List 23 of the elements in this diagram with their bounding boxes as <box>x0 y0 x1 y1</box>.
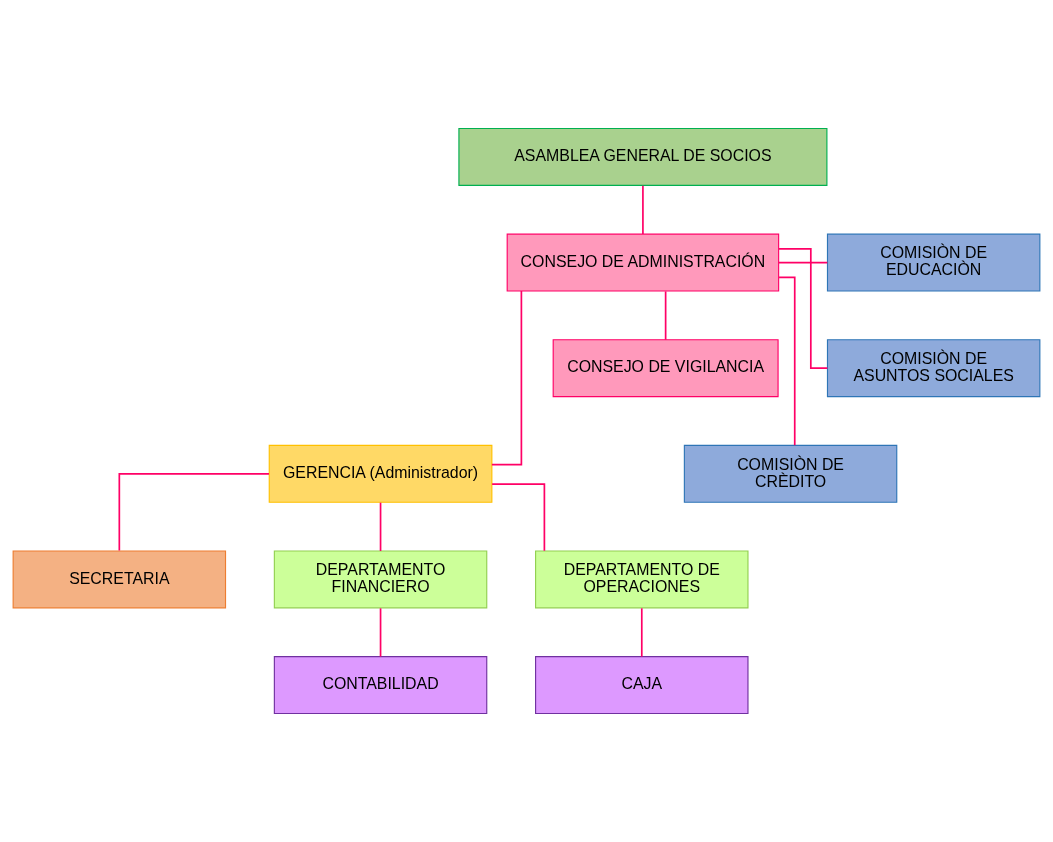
connector <box>379 501 382 552</box>
node-box: SECRETARIA <box>12 550 227 609</box>
node-box: CAJA <box>535 656 749 715</box>
connector <box>778 261 829 264</box>
connector <box>778 276 796 447</box>
node-box: CONTABILIDAD <box>273 656 488 715</box>
connector <box>640 607 643 658</box>
node-box: GERENCIA (Administrador) <box>268 444 493 503</box>
node-box: CONSEJO DE ADMINISTRACIÓN <box>506 233 780 292</box>
node-box: CONSEJO DE VIGILANCIA <box>552 339 779 398</box>
node-box: COMISIÒN DE EDUCACIÒN <box>826 233 1041 292</box>
node-box: COMISIÒN DE CRÈDITO <box>683 444 898 503</box>
connector <box>664 290 667 341</box>
connector <box>379 607 382 658</box>
connector <box>642 184 644 235</box>
node-box: COMISIÒN DE ASUNTOS SOCIALES <box>826 339 1041 398</box>
connector <box>491 290 523 466</box>
node-box: DEPARTAMENTO FINANCIERO <box>273 550 488 609</box>
connector <box>118 472 270 552</box>
connector <box>778 248 829 370</box>
node-box: ASAMBLEA GENERAL DE SOCIOS <box>458 127 828 186</box>
node-box: DEPARTAMENTO DE OPERACIONES <box>535 550 749 609</box>
connector <box>491 483 546 552</box>
